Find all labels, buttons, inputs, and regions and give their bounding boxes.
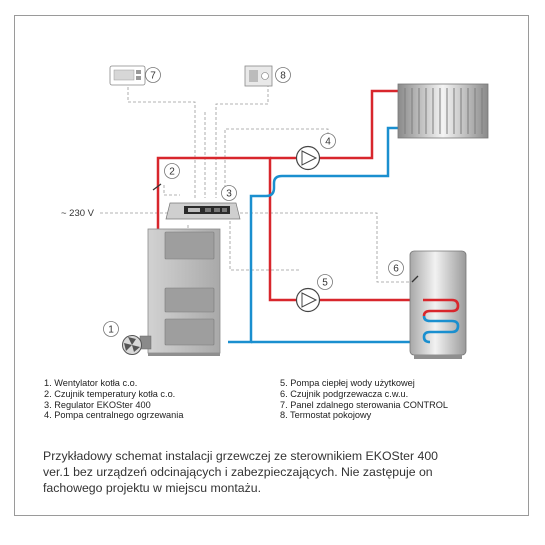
caption: Przykładowy schemat instalacji grzewczej… — [43, 448, 503, 497]
legend-item: 2. Czujnik temperatury kotła c.o. — [44, 388, 176, 399]
hot-water-pump — [295, 287, 321, 313]
caption-line: ver.1 bez urządzeń odcinających i zabezp… — [43, 465, 433, 480]
legend-item: 7. Panel zdalnego sterowania CONTROL — [280, 399, 449, 410]
caption-line: Przykładowy schemat instalacji grzewczej… — [43, 449, 439, 463]
room-thermostat — [244, 65, 273, 87]
svg-text:7: 7 — [150, 71, 156, 82]
callout-1: 1 — [103, 321, 119, 337]
callout-2: 2 — [164, 163, 180, 179]
legend-right: 5. Pompa ciepłej wody użytkowej 6. Czujn… — [280, 378, 448, 421]
boiler — [147, 228, 221, 356]
boiler-fan-icon — [122, 335, 152, 355]
legend-item: 4. Pompa centralnego ogrzewania — [44, 410, 184, 421]
svg-text:1: 1 — [108, 325, 114, 336]
control-wiring — [100, 84, 410, 330]
svg-text:6: 6 — [393, 264, 399, 275]
legend-item: 8. Termostat pokojowy — [280, 410, 372, 421]
remote-control-panel — [109, 65, 146, 86]
tank-coil — [422, 298, 460, 344]
legend-item: 3. Regulator EKOSter 400 — [44, 399, 151, 410]
svg-text:4: 4 — [325, 137, 331, 148]
legend-item: 5. Pompa ciepłej wody użytkowej — [280, 378, 415, 388]
legend-left: 1. Wentylator kotła c.o. 2. Czujnik temp… — [44, 378, 183, 421]
voltage-label: ~ 230 V — [61, 208, 95, 219]
svg-text:5: 5 — [322, 278, 328, 289]
svg-text:3: 3 — [226, 189, 232, 200]
radiator — [397, 83, 489, 139]
callout-7: 7 — [145, 67, 161, 83]
callout-3: 3 — [221, 185, 237, 201]
hot-water-tank — [409, 250, 467, 359]
callout-5: 5 — [317, 274, 333, 290]
legend-item: 6. Czujnik podgrzewacza c.w.u. — [280, 388, 409, 399]
callout-4: 4 — [320, 133, 336, 149]
caption-line: fachowego projektu w miejscu montażu. — [43, 481, 262, 496]
svg-text:2: 2 — [169, 167, 175, 178]
central-heating-pump — [295, 145, 321, 171]
callout-6: 6 — [388, 260, 404, 276]
return-pipes — [228, 126, 423, 344]
boiler-sensor-icon — [152, 183, 162, 191]
controller-unit — [165, 202, 241, 220]
tank-sensor-icon — [411, 275, 419, 283]
callout-8: 8 — [275, 67, 291, 83]
legend-item: 1. Wentylator kotła c.o. — [44, 378, 138, 388]
svg-text:8: 8 — [280, 71, 286, 82]
